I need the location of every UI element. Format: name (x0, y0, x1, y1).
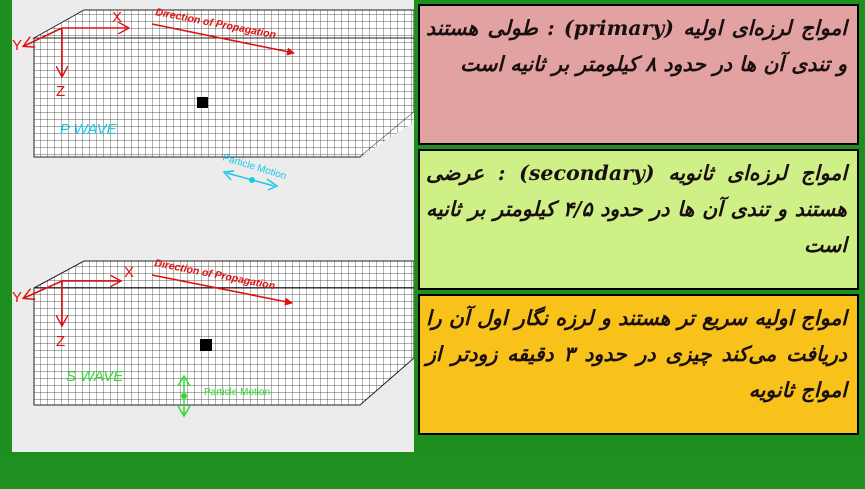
secondary-wave-text-box: امواج لرزه‌ای ثانویه (secondary) : عرضی … (418, 149, 859, 290)
s-wave-propagation-arrow (151, 274, 293, 306)
s-wave-motion-arrow-icon (177, 374, 191, 418)
s-wave-y-axis (24, 280, 63, 298)
bottom-band (0, 456, 865, 489)
s-wave-z-label: Z (56, 333, 65, 350)
p-wave-particle (197, 97, 208, 108)
p-wave-panel: X Y Z Direction of Propagation P WAVE Pa… (12, 6, 414, 191)
primary-wave-text-box: امواج لرزه‌ای اولیه (primary) : طولی هست… (418, 4, 859, 145)
s-wave-particle-motion-label: Particle Motion (204, 387, 270, 398)
p-wave-motion-arrow-icon (222, 170, 279, 191)
s-wave-label: S WAVE (66, 368, 124, 385)
s-wave-particle (200, 339, 212, 351)
p-wave-y-axis (24, 27, 63, 46)
s-wave-rock-block (33, 260, 414, 406)
s-wave-panel: X Y Z Direction of Propagation S WAVE Pa… (12, 257, 414, 418)
p-wave-z-label: Z (56, 83, 65, 100)
p-wave-x-label: X (112, 9, 122, 26)
p-wave-label: P WAVE (60, 121, 118, 138)
s-wave-x-label: X (124, 264, 134, 281)
wave-comparison-text-box: امواج اولیه سریع تر هستند و لرزه نگار او… (418, 294, 859, 435)
p-wave-propagation-arrow (151, 23, 295, 56)
p-wave-y-label: Y (12, 37, 22, 54)
seismic-wave-figure: X Y Z Direction of Propagation P WAVE Pa… (12, 0, 414, 452)
s-wave-y-label: Y (12, 289, 22, 306)
